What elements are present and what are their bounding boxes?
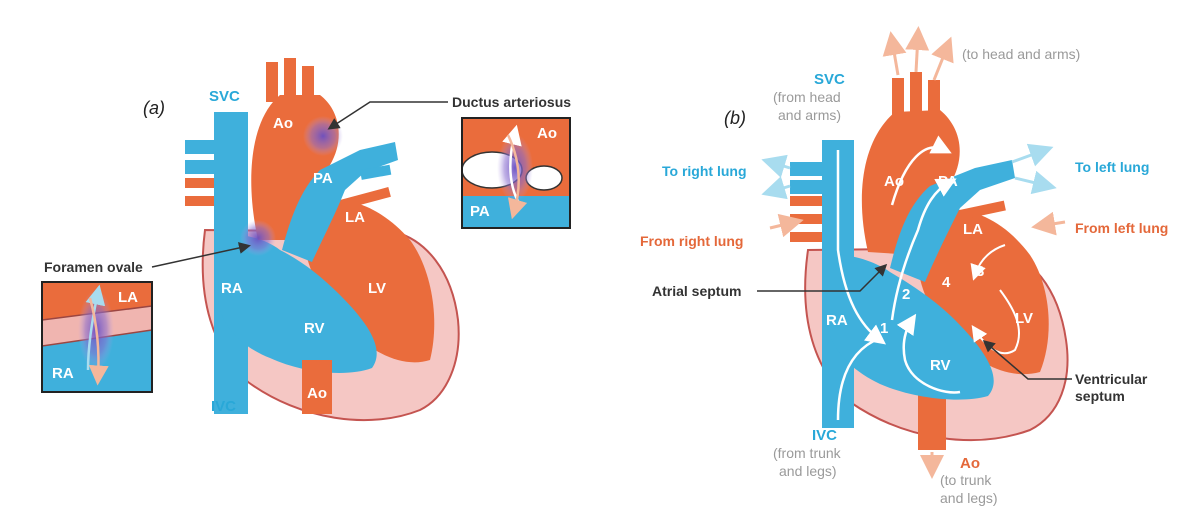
label-ivc-a: IVC xyxy=(211,398,236,415)
label-rv-b: RV xyxy=(930,357,951,374)
inset-foramen-la: LA xyxy=(118,289,138,306)
label-lv-b: LV xyxy=(1015,310,1033,327)
label-ao-sub-1: (to trunk xyxy=(940,472,992,488)
inset-foramen-ra: RA xyxy=(52,365,74,382)
panel-a: Ao PA LA LV RA RV Ao SVC IVC (a) Ductus … xyxy=(42,58,571,420)
label-lv-a: LV xyxy=(368,280,386,297)
label-svc-sub-1: (from head xyxy=(773,89,841,105)
label-svc-sub-2: and arms) xyxy=(778,107,841,123)
step-number-3: 3 xyxy=(976,263,984,280)
label-rv-a: RV xyxy=(304,320,325,337)
label-la-a: LA xyxy=(345,209,365,226)
label-from-left-lung: From left lung xyxy=(1075,220,1168,236)
label-svc-a: SVC xyxy=(209,88,240,105)
label-la-b: LA xyxy=(963,221,983,238)
label-ao-sub-2: and legs) xyxy=(940,490,998,506)
label-ventricular-septum-1: Ventricular xyxy=(1075,371,1148,387)
panel-b: Ao PA LA LV RA RV 1 2 3 4 (to head and a… xyxy=(640,35,1168,506)
label-ao-bottom-a: Ao xyxy=(307,385,327,402)
inset-foramen: LA RA xyxy=(42,282,152,392)
step-number-1: 1 xyxy=(880,320,888,337)
inset-ductus: Ao PA xyxy=(462,118,570,228)
label-to-left-lung: To left lung xyxy=(1075,159,1149,175)
label-ductus-arteriosus: Ductus arteriosus xyxy=(452,94,571,110)
panel-b-tag: (b) xyxy=(724,108,746,128)
step-number-2: 2 xyxy=(902,286,910,303)
label-to-head-arms: (to head and arms) xyxy=(962,46,1080,62)
label-ivc-sub-2: and legs) xyxy=(779,463,837,479)
inset-ductus-pa: PA xyxy=(470,203,490,220)
step-number-4: 4 xyxy=(942,274,951,291)
inset-ductus-ao: Ao xyxy=(537,125,557,142)
label-pa-b: PA xyxy=(938,173,958,190)
label-ao-b: Ao xyxy=(884,173,904,190)
label-ra-a: RA xyxy=(221,280,243,297)
label-pa-a: PA xyxy=(313,170,333,187)
panel-a-tag: (a) xyxy=(143,98,165,118)
label-ao-bottom-b: Ao xyxy=(960,455,980,472)
label-foramen-ovale: Foramen ovale xyxy=(44,259,143,275)
label-svc-b: SVC xyxy=(814,71,845,88)
label-ivc-b: IVC xyxy=(812,427,837,444)
label-to-right-lung: To right lung xyxy=(662,163,747,179)
label-atrial-septum: Atrial septum xyxy=(652,283,741,299)
label-ventricular-septum-2: septum xyxy=(1075,388,1125,404)
label-ra-b: RA xyxy=(826,312,848,329)
label-from-right-lung: From right lung xyxy=(640,233,743,249)
label-ivc-sub-1: (from trunk xyxy=(773,445,842,461)
label-ao-a: Ao xyxy=(273,115,293,132)
